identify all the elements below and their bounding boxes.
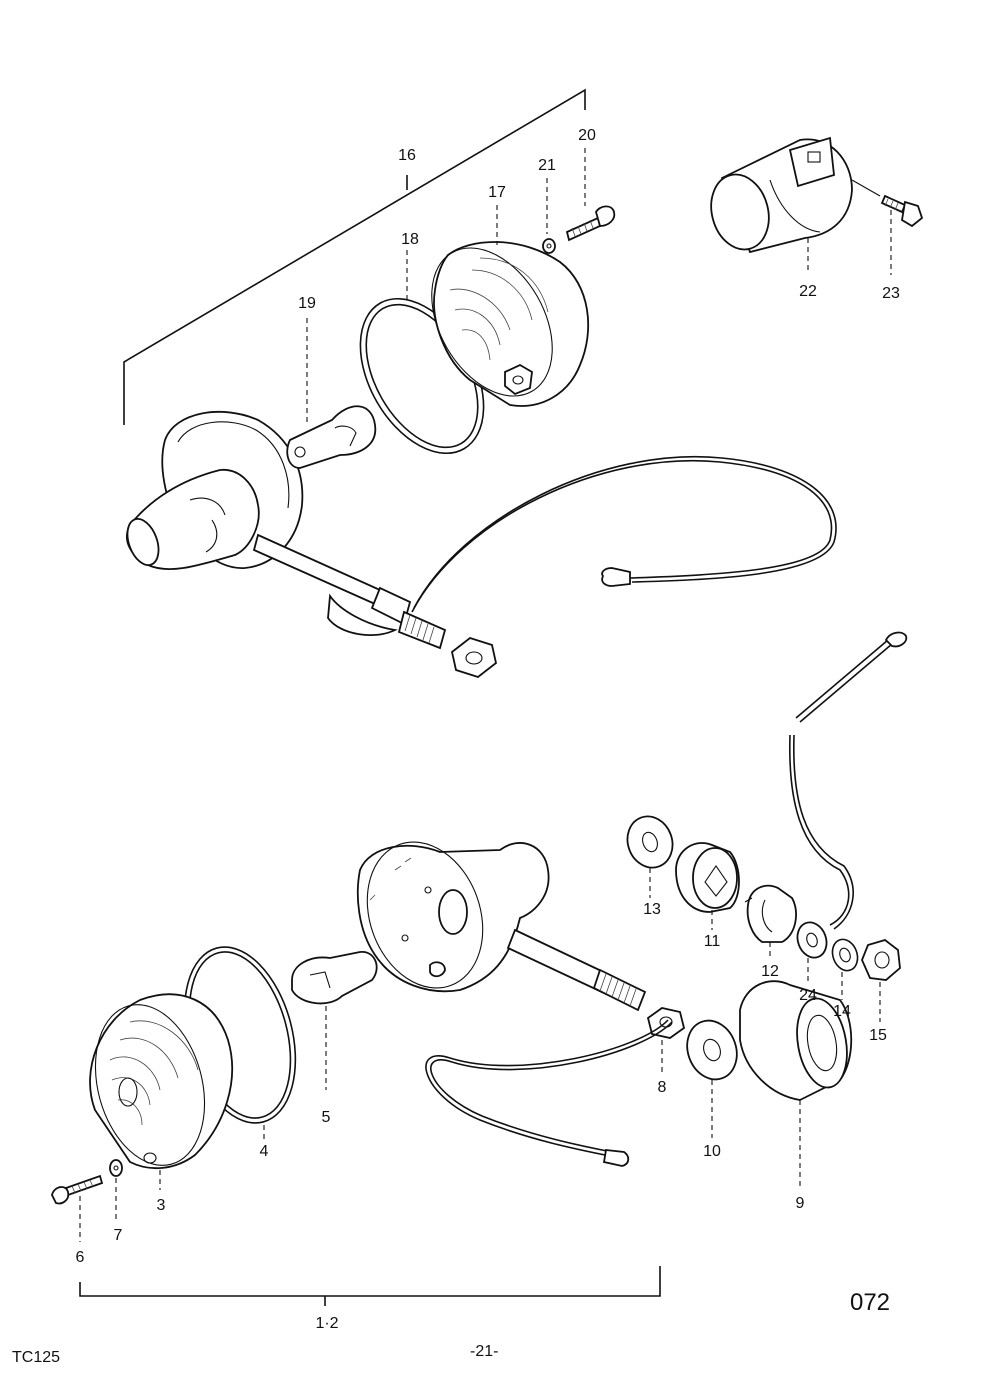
upper-wire-lead <box>411 456 837 613</box>
part-labels: 16 20 21 17 18 19 22 23 13 11 12 24 14 1… <box>76 127 900 1332</box>
bulb-5 <box>291 951 378 1090</box>
label-1-2: 1·2 <box>315 1315 338 1332</box>
figure-number: 072 <box>850 1289 890 1316</box>
grommet-11 <box>675 842 740 930</box>
lens-3 <box>89 993 234 1190</box>
lower-wire-lead <box>425 1019 673 1167</box>
label-18: 18 <box>401 231 419 248</box>
washer-21 <box>542 178 556 254</box>
label-6: 6 <box>76 1249 85 1266</box>
label-23: 23 <box>882 285 900 302</box>
label-8: 8 <box>658 1079 667 1096</box>
housing-stud-bolt <box>252 533 447 650</box>
label-15: 15 <box>869 1027 887 1044</box>
label-5: 5 <box>322 1109 331 1126</box>
screw-20 <box>565 148 616 242</box>
label-24: 24 <box>799 987 817 1004</box>
page-number: -21- <box>470 1343 498 1360</box>
cover-9 <box>739 980 853 1190</box>
model-code: TC125 <box>12 1349 60 1366</box>
washer-24 <box>796 921 828 982</box>
label-12: 12 <box>761 963 779 980</box>
label-21: 21 <box>538 157 556 174</box>
washer-10 <box>686 1019 738 1138</box>
label-7: 7 <box>114 1227 123 1244</box>
label-16: 16 <box>398 147 416 164</box>
grommet-wire-lead <box>788 631 908 930</box>
bolt-23 <box>851 179 924 275</box>
label-10: 10 <box>703 1143 721 1160</box>
label-9: 9 <box>796 1195 805 1212</box>
flasher-relay-22 <box>710 136 853 272</box>
lamp-housing-lower <box>356 841 550 993</box>
washer-7 <box>109 1159 123 1222</box>
upper-bracket-16 <box>123 88 586 425</box>
lens-17 <box>431 205 590 407</box>
lower-bracket-1-2 <box>79 1266 661 1306</box>
label-14: 14 <box>833 1003 851 1020</box>
hex-nut-upper <box>450 636 498 679</box>
washer-13 <box>626 815 674 898</box>
label-4: 4 <box>260 1143 269 1160</box>
label-22: 22 <box>799 283 817 300</box>
label-11: 11 <box>704 933 721 950</box>
label-20: 20 <box>578 127 596 144</box>
label-3: 3 <box>157 1197 166 1214</box>
nut-8 <box>646 1007 686 1075</box>
label-17: 17 <box>488 184 506 201</box>
nut-15 <box>861 939 901 1022</box>
lamp-housing-16 <box>126 410 304 571</box>
bulb-19 <box>286 318 377 469</box>
lower-stud-bolt <box>506 928 647 1012</box>
label-19: 19 <box>298 295 316 312</box>
spacer-12 <box>744 884 797 958</box>
label-13: 13 <box>643 901 661 918</box>
lock-washer-14 <box>831 938 859 1000</box>
screw-6 <box>51 1174 104 1242</box>
